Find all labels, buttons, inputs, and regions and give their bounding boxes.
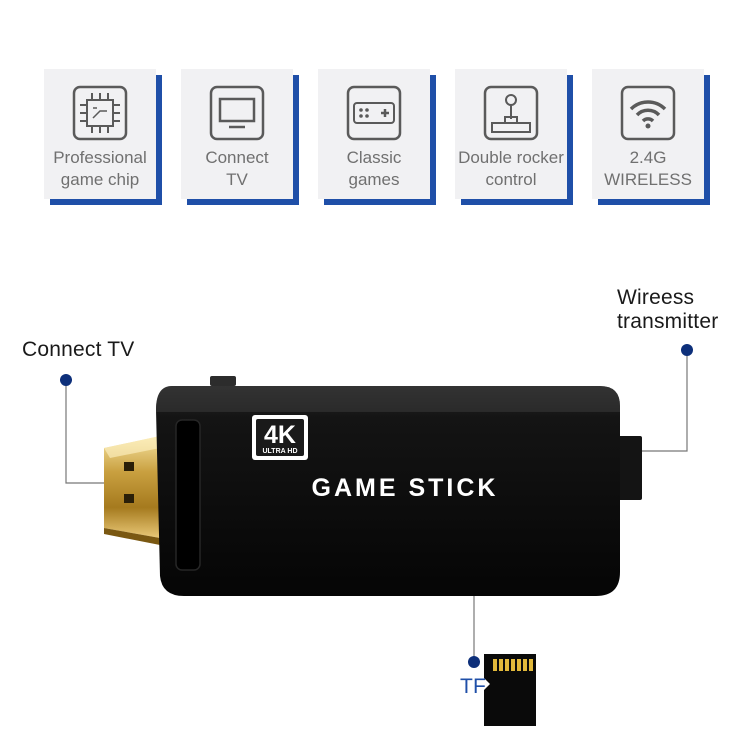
gamepad-icon — [346, 85, 402, 141]
ultra-hd-badge: 4K ULTRA HD — [252, 415, 308, 460]
wireless-dot — [681, 344, 693, 356]
wireless-transmitter — [618, 436, 642, 500]
wireless-leader — [640, 350, 688, 452]
tf-label: TF — [460, 675, 487, 698]
monitor-icon — [209, 85, 265, 141]
feature-label: Classic games — [346, 148, 402, 189]
wifi-icon — [620, 85, 676, 141]
feature-label: Double rocker control — [458, 148, 564, 189]
connect-tv-label: Connect TV — [22, 338, 135, 361]
chip-icon — [72, 85, 128, 141]
tf-card-icon — [484, 654, 536, 726]
feature-card-game-chip: Professional game chip — [44, 69, 156, 199]
badge-sub: ULTRA HD — [263, 448, 298, 455]
feature-label: 2.4G WIRELESS — [604, 148, 692, 189]
feature-label: Professional game chip — [53, 148, 147, 189]
feature-card-wireless: 2.4G WIRELESS — [592, 69, 704, 199]
hdmi-connector — [104, 436, 160, 545]
badge-main: 4K — [264, 421, 296, 449]
connect-tv-dot — [60, 374, 72, 386]
product-name: GAME STICK — [312, 474, 499, 502]
tf-dot — [468, 656, 480, 668]
feature-card-double-rocker: Double rocker control — [455, 69, 567, 199]
connect-tv-leader — [65, 380, 120, 484]
feature-card-connect-tv: Connect TV — [181, 69, 293, 199]
feature-label: Connect TV — [205, 148, 269, 189]
joystick-icon — [483, 85, 539, 141]
wireless-transmitter-label: Wireess transmitter — [617, 286, 719, 333]
feature-card-classic-games: Classic games — [318, 69, 430, 199]
